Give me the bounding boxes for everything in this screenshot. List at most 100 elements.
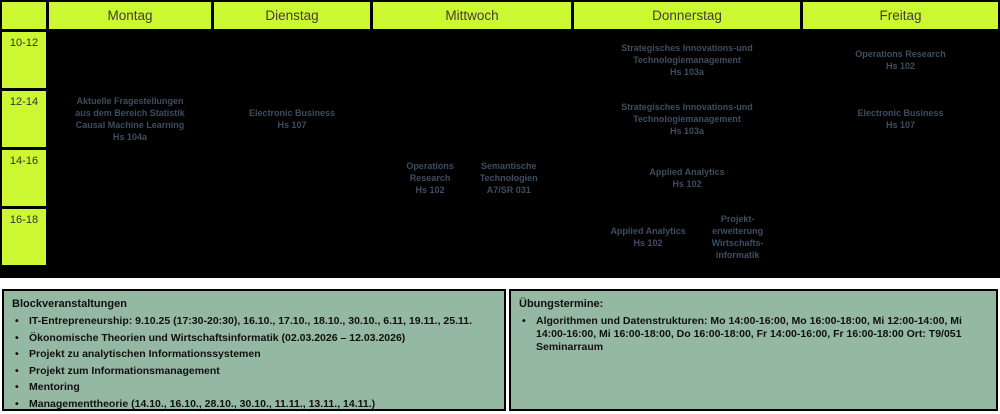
cell-montag-16-18 [49,209,211,265]
corner-cell [2,2,46,29]
timetable-grid: Montag Dienstag Mittwoch Donnerstag Frei… [0,0,1000,278]
cell-donnerstag-16-18: Applied Analytics Hs 102 Projekt- erweit… [574,209,800,265]
list-item-text: Projekt zum Informationsmanagement [29,364,220,377]
course-line: Semantische [480,161,537,171]
day-header-dienstag: Dienstag [214,2,370,29]
time-label-12-14: 12-14 [2,91,46,147]
cell-freitag-16-18 [803,209,998,265]
list-item-text: Algorithmen und Datenstrukturen: Mo 14:0… [536,315,962,353]
course-applied-analytics-do-14-16: Applied Analytics Hs 102 [649,166,724,190]
bullet-icon: • [522,315,526,327]
day-header-donnerstag: Donnerstag [574,2,800,29]
bullet-icon: • [15,348,19,360]
course-line: Technologiemanagement [633,55,741,65]
course-semantische-technologien-mi-14-16: Semantische Technologien A7/SR 031 [480,160,538,196]
cell-dienstag-10-12 [214,32,370,88]
course-line: Hs 102 [672,179,702,189]
course-line: Hs 103a [669,126,705,136]
course-line: Hs 104a [112,132,147,142]
bullet-icon: • [15,315,19,327]
course-line: Aktuelle Fragestellungen [76,96,184,106]
blockveranstaltungen-list: • IT-Entrepreneurship: 9.10.25 (17:30-20… [12,315,494,411]
course-line: Hs 102 [633,238,663,248]
list-item: • Ökonomische Theorien und Wirtschaftsin… [12,332,494,345]
course-electronic-business-fr-12-14: Electronic Business Hs 107 [857,107,943,131]
course-electronic-business-di-12-14: Electronic Business Hs 107 [249,107,335,131]
course-line: Hs 107 [885,120,915,130]
course-line: Electronic Business [857,108,944,118]
list-item: • Managementtheorie (14.10., 16.10., 28.… [12,398,494,411]
bullet-icon: • [15,364,19,377]
course-line: Research [409,173,451,183]
day-header-freitag: Freitag [803,2,998,29]
course-line: Hs 102 [885,61,915,71]
list-item-text: IT-Entrepreneurship: 9.10.25 (17:30-20:3… [29,315,473,327]
cell-montag-12-14: Aktuelle Fragestellungen aus dem Bereich… [49,91,211,147]
bullet-icon: • [15,397,19,410]
course-strategisches-do-10-12: Strategisches Innovations-und Technologi… [621,42,753,78]
course-line: A7/SR 031 [486,185,531,195]
list-item: • Projekt zum Informationsmanagement [12,365,494,378]
course-line: Hs 102 [415,185,445,195]
course-line: Strategisches Innovations-und [621,43,753,53]
cell-freitag-10-12: Operations Research Hs 102 [803,32,998,88]
course-line: Applied Analytics [649,167,725,177]
cell-dienstag-14-16 [214,150,370,206]
course-line: Wirtschafts- [711,238,764,248]
cell-freitag-12-14: Electronic Business Hs 107 [803,91,998,147]
list-item-text: Mentoring [29,381,80,393]
cell-montag-10-12 [49,32,211,88]
course-strategisches-do-12-14: Strategisches Innovations-und Technologi… [621,101,753,137]
course-line: Operations Research [855,49,946,59]
time-label-16-18: 16-18 [2,209,46,265]
cell-donnerstag-10-12: Strategisches Innovations-und Technologi… [574,32,800,88]
course-line: Strategisches Innovations-und [621,102,753,112]
cell-mittwoch-16-18 [373,209,571,265]
course-line: Operations [406,161,454,171]
course-line: Applied Analytics [610,226,686,236]
course-line: Hs 107 [277,120,307,130]
cell-mittwoch-10-12 [373,32,571,88]
course-applied-analytics-do-16-18: Applied Analytics Hs 102 [610,225,685,249]
course-line: informatik [715,250,760,260]
cell-donnerstag-14-16: Applied Analytics Hs 102 [574,150,800,206]
list-item: • IT-Entrepreneurship: 9.10.25 (17:30-20… [12,315,494,328]
time-label-10-12: 10-12 [2,32,46,88]
cell-mittwoch-12-14 [373,91,571,147]
course-line: erweiterung [712,226,764,236]
course-line: aus dem Bereich Statistik [75,108,185,118]
bottom-panels: Blockveranstaltungen • IT-Entrepreneursh… [2,289,998,411]
blockveranstaltungen-panel: Blockveranstaltungen • IT-Entrepreneursh… [2,289,506,411]
course-statistik-mo-12-14: Aktuelle Fragestellungen aus dem Bereich… [75,95,185,143]
day-header-mittwoch: Mittwoch [373,2,571,29]
cell-dienstag-16-18 [214,209,370,265]
day-header-montag: Montag [49,2,211,29]
list-item: • Algorithmen und Datenstrukturen: Mo 14… [519,315,986,354]
list-item-text: Managementtheorie (14.10., 16.10., 28.10… [29,397,376,410]
list-item-text: Projekt zu analytischen Informationssyst… [29,348,261,360]
course-projekt-wirtschaftsinformatik-do-16-18: Projekt- erweiterung Wirtschafts- inform… [712,213,764,261]
bullet-icon: • [15,331,19,344]
list-item: • Mentoring [12,381,494,394]
course-line: Projekt- [720,214,755,224]
cell-mittwoch-14-16: Operations Research Hs 102 Semantische T… [373,150,571,206]
uebungstermine-list: • Algorithmen und Datenstrukturen: Mo 14… [519,315,986,354]
bullet-icon: • [15,381,19,393]
course-line: Technologiemanagement [633,114,741,124]
course-line: Causal Machine Learning [75,120,185,130]
cell-montag-14-16 [49,150,211,206]
cell-freitag-14-16 [803,150,998,206]
uebungstermine-panel: Übungstermine: • Algorithmen und Datenst… [509,289,998,411]
list-item: • Projekt zu analytischen Informationssy… [12,348,494,361]
cell-dienstag-12-14: Electronic Business Hs 107 [214,91,370,147]
course-line: Technologien [479,173,538,183]
cell-donnerstag-12-14: Strategisches Innovations-und Technologi… [574,91,800,147]
course-operations-research-fr-10-12: Operations Research Hs 102 [855,48,946,72]
time-label-14-16: 14-16 [2,150,46,206]
list-item-text: Ökonomische Theorien und Wirtschaftsinfo… [29,331,406,344]
course-line: Electronic Business [248,108,336,118]
blockveranstaltungen-title: Blockveranstaltungen [12,298,127,310]
course-line: Hs 103a [669,67,705,77]
uebungstermine-title: Übungstermine: [519,298,604,310]
